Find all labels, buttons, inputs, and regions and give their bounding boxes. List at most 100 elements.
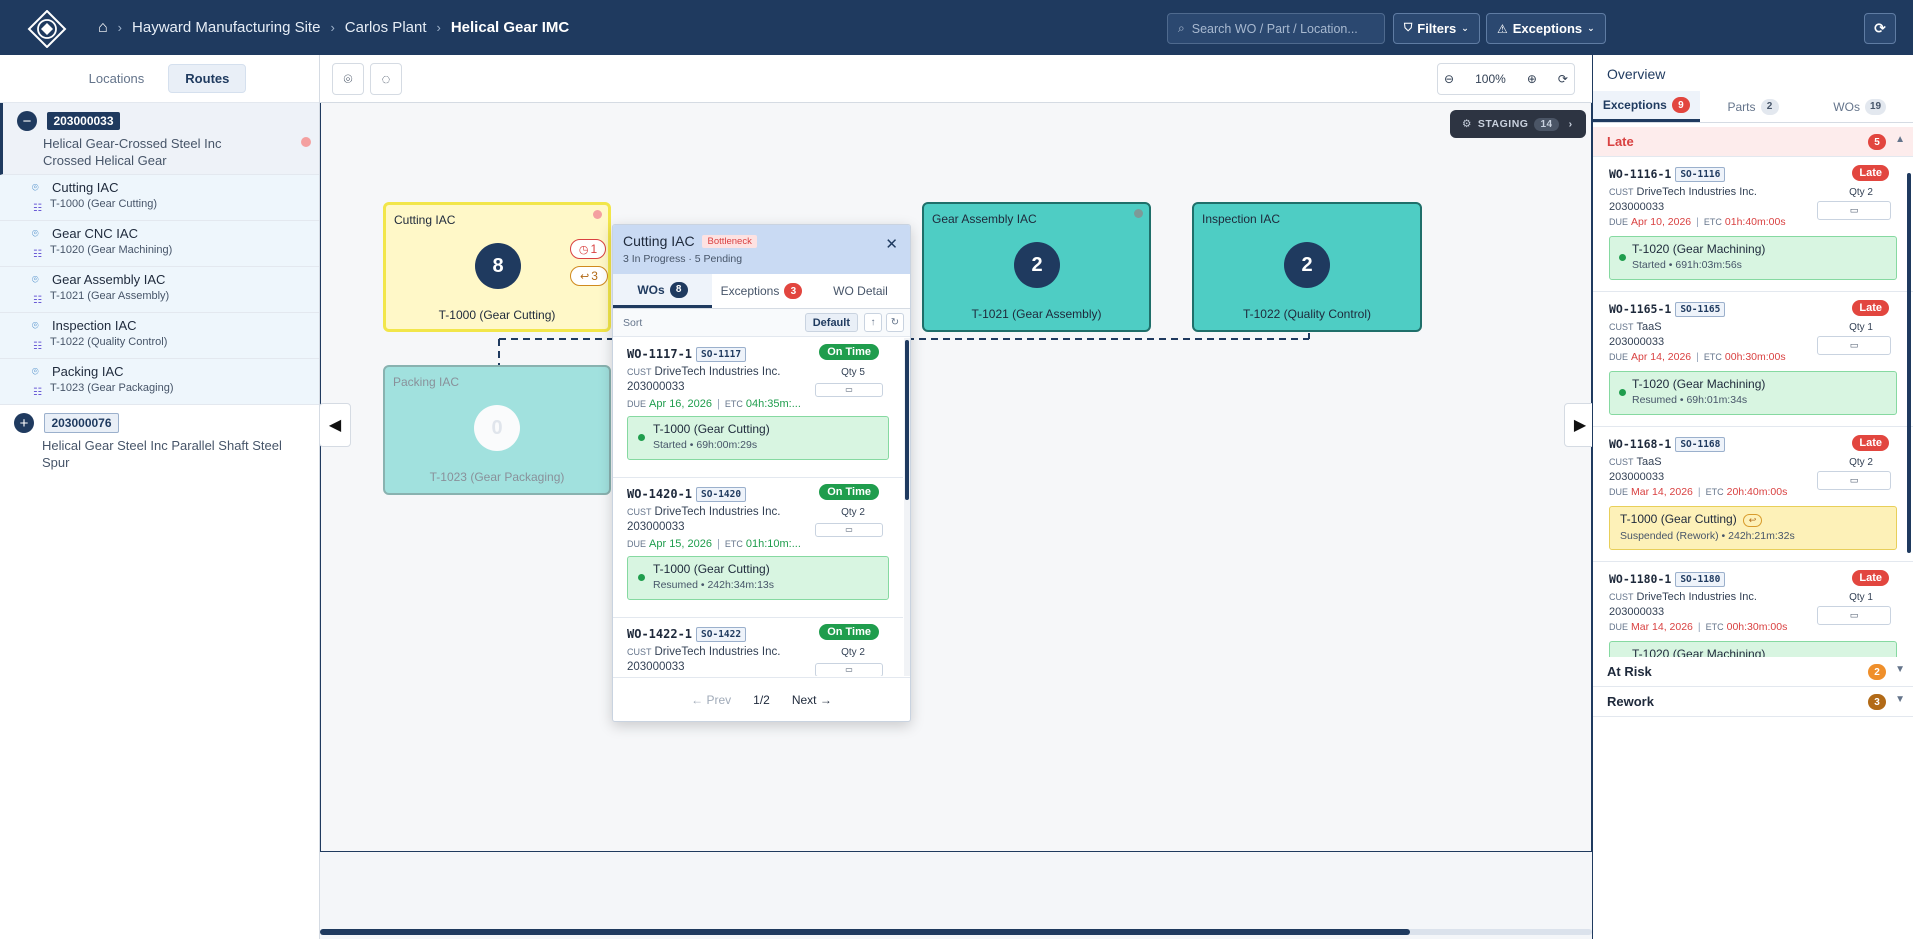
filters-button[interactable]: ⛉ Filters ⌄ (1393, 13, 1480, 44)
zoom-out-icon[interactable]: ⊖ (1444, 72, 1455, 86)
route-step[interactable]: ⌾ Inspection IAC ☷ T-1022 (Quality Contr… (0, 313, 319, 359)
zoom-in-icon[interactable]: ⊕ (1526, 72, 1537, 86)
comment-icon: ▭ (845, 665, 853, 674)
operation-name: T-1000 (Gear Cutting) (653, 422, 770, 436)
route-id: 203000033 (627, 661, 685, 673)
close-icon[interactable]: ✕ (885, 236, 898, 253)
section-rework[interactable]: Rework 3 ▼ (1593, 687, 1913, 717)
home-icon[interactable]: ⌂ (98, 18, 108, 36)
search-input[interactable]: ⌕ Search WO / Part / Location... (1167, 13, 1385, 44)
tab-wo-detail[interactable]: WO Detail (811, 274, 910, 308)
sort-direction-icon[interactable]: ↑ (864, 313, 882, 332)
tab-wos[interactable]: WOs 8 (613, 274, 712, 308)
popup-tabs: WOs 8 Exceptions 3 WO Detail (613, 274, 910, 309)
overview-title: Overview (1607, 66, 1666, 82)
comment-button[interactable]: ▭ (1817, 201, 1891, 220)
status-dot (593, 210, 602, 219)
tab-wos[interactable]: WOs 19 (1806, 91, 1913, 122)
tab-routes[interactable]: Routes (168, 64, 247, 93)
scroll-right-button[interactable]: ▶ (1564, 403, 1596, 447)
step-task: T-1021 (Gear Assembly) (50, 290, 170, 302)
company-logo[interactable] (27, 9, 67, 49)
breadcrumb: ⌂ › Hayward Manufacturing Site › Carlos … (98, 0, 569, 55)
route-item[interactable]: + 203000076 Helical Gear Steel Inc Paral… (0, 405, 319, 479)
collapse-icon[interactable]: − (17, 111, 37, 131)
overview-scrollbar[interactable] (1907, 173, 1911, 553)
next-button[interactable]: Next → (791, 692, 832, 707)
etc-value: 00h:30m:00s (1724, 351, 1786, 363)
scroll-thumb[interactable] (905, 340, 909, 500)
section-at-risk[interactable]: At Risk 2 ▼ (1593, 657, 1913, 687)
customer: DriveTech Industries Inc. (1636, 591, 1757, 603)
timer-badge[interactable]: ◷1 (570, 239, 606, 259)
breadcrumb-site[interactable]: Hayward Manufacturing Site (132, 19, 321, 36)
route-step[interactable]: ⌾ Gear Assembly IAC ☷ T-1021 (Gear Assem… (0, 267, 319, 313)
cust-label: CUST (1609, 187, 1634, 197)
qty: Qty 1 (1849, 592, 1873, 603)
tab-locations[interactable]: Locations (88, 71, 145, 86)
warning-icon: ⚠ (1497, 21, 1508, 36)
hide-button[interactable]: ◌ (370, 63, 402, 95)
route-step[interactable]: ⌾ Gear CNC IAC ☷ T-1020 (Gear Machining) (0, 221, 319, 267)
status-badge: On Time (819, 484, 879, 500)
comment-icon: ▭ (1849, 610, 1859, 620)
so-tag: SO-1180 (1675, 572, 1726, 587)
route-item[interactable]: − 203000033 Helical Gear-Crossed Steel I… (0, 103, 319, 175)
cust-label: CUST (1609, 592, 1634, 602)
section-count: 5 (1868, 134, 1886, 150)
reset-view-icon[interactable]: ⟳ (1557, 72, 1568, 86)
section-late[interactable]: Late 5 ▲ (1593, 127, 1913, 157)
chevron-down-icon: ▼ (1895, 664, 1905, 675)
operation-time: Started • 69h:00m:29s (653, 439, 758, 451)
route-step[interactable]: ⌾ Packing IAC ☷ T-1023 (Gear Packaging) (0, 359, 319, 405)
tab-label: Exceptions (720, 284, 780, 298)
comment-button[interactable]: ▭ (1817, 471, 1891, 490)
horizontal-scrollbar[interactable] (320, 929, 1592, 935)
comment-icon: ▭ (1849, 340, 1859, 350)
reset-sort-icon[interactable]: ↻ (886, 313, 904, 332)
rework-icon: ↩ (580, 270, 590, 283)
tab-exceptions[interactable]: Exceptions 9 (1593, 91, 1700, 122)
route-step[interactable]: ⌾ Cutting IAC ☷ T-1000 (Gear Cutting) (0, 175, 319, 221)
comment-button[interactable]: ▭ (815, 383, 883, 397)
tab-label: WOs (637, 282, 665, 297)
due-date: Mar 14, 2026 (1631, 486, 1693, 498)
page-indicator: 1/2 (753, 692, 770, 707)
comment-button[interactable]: ▭ (815, 663, 883, 676)
scroll-left-button[interactable]: ◀ (319, 403, 351, 447)
scroll-thumb[interactable] (320, 929, 1410, 935)
rework-badge[interactable]: ↩3 (570, 266, 608, 286)
comment-button[interactable]: ▭ (1817, 606, 1891, 625)
node-cutting-iac[interactable]: Cutting IAC 8 ◷1 ↩3 T-1000 (Gear Cutting… (383, 202, 611, 332)
exceptions-button[interactable]: ⚠ Exceptions ⌄ (1486, 13, 1606, 44)
node-packing-iac[interactable]: Packing IAC 0 T-1023 (Gear Packaging) (383, 365, 611, 495)
operation-status: T-1020 (Gear Machining) Resumed • 69h:01… (1609, 371, 1897, 415)
chevron-right-icon: › (330, 20, 335, 35)
etc-value: 01h:10m:... (745, 538, 801, 550)
node-task: T-1023 (Gear Packaging) (429, 470, 565, 484)
node-inspection-iac[interactable]: Inspection IAC 2 T-1022 (Quality Control… (1192, 202, 1422, 332)
tab-parts[interactable]: Parts 2 (1700, 91, 1807, 122)
comment-button[interactable]: ▭ (1817, 336, 1891, 355)
popup-scrollbar[interactable] (904, 338, 910, 676)
sort-select[interactable]: Default (804, 313, 858, 332)
location-pin-button[interactable]: ⌾ (332, 63, 364, 95)
tab-exceptions[interactable]: Exceptions 3 (712, 274, 811, 308)
staging-button[interactable]: ⚙ STAGING 14 › (1450, 110, 1586, 138)
tab-label: Parts (1727, 99, 1756, 114)
node-gear-assembly-iac[interactable]: Gear Assembly IAC 2 T-1021 (Gear Assembl… (922, 202, 1151, 332)
route-id: 203000033 (1609, 201, 1665, 213)
refresh-button[interactable]: ⟳ (1864, 13, 1896, 44)
prev-button[interactable]: ← Prev (691, 692, 732, 707)
task-icon: ☷ (33, 295, 42, 306)
comment-button[interactable]: ▭ (815, 523, 883, 537)
expand-icon[interactable]: + (14, 413, 34, 433)
breadcrumb-plant[interactable]: Carlos Plant (344, 19, 427, 36)
